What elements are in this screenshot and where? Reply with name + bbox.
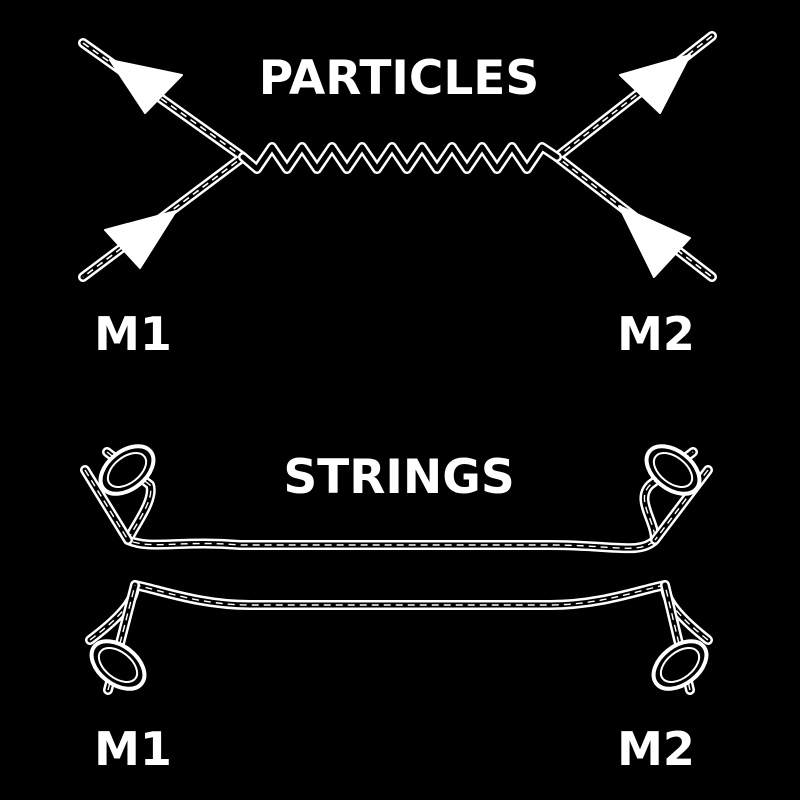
particles-diagram: PARTICLES M1 M2	[78, 31, 717, 361]
string-worldsheet	[80, 447, 713, 695]
arrowhead-top-right	[619, 54, 691, 114]
particles-title: PARTICLES	[259, 51, 540, 106]
strings-label-m2: M2	[617, 722, 695, 776]
tube-end-top-left	[98, 444, 156, 496]
arrowhead-bottom-right	[618, 205, 691, 278]
arrowhead-bottom-left	[104, 210, 177, 269]
strings-label-m1: M1	[94, 722, 172, 776]
arrowhead-top-left	[109, 59, 183, 114]
tube-end-top-right	[644, 444, 702, 496]
strings-diagram: STRINGS M1 M2	[80, 444, 713, 776]
tube-end-bottom-right	[651, 639, 709, 691]
tube-end-bottom-left	[89, 639, 147, 691]
wavy-propagator-line	[238, 142, 562, 174]
strings-title: STRINGS	[283, 450, 514, 505]
particles-label-m2: M2	[617, 307, 695, 361]
particles-label-m1: M1	[94, 307, 172, 361]
